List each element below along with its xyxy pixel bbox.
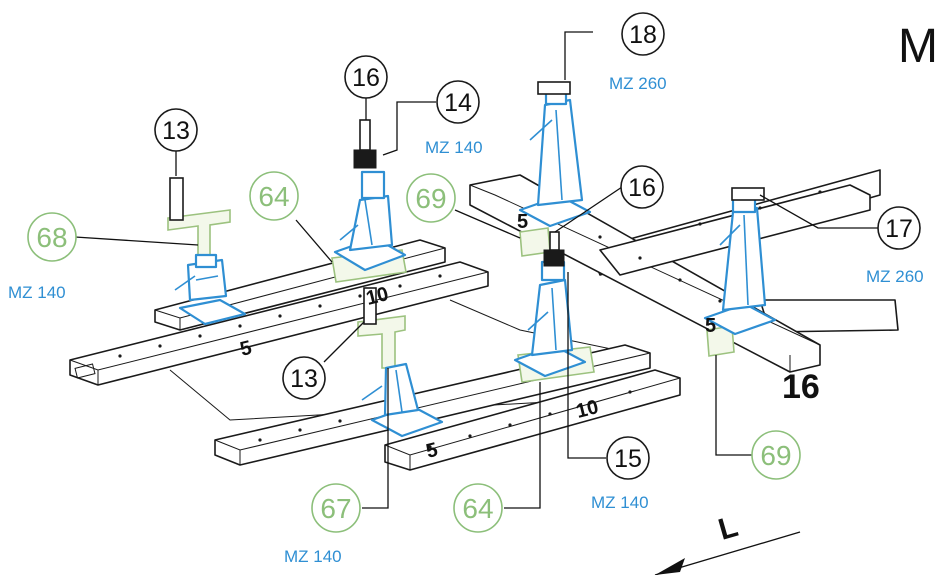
model-label: MZ 260	[609, 74, 667, 93]
model-label: MZ 140	[284, 547, 342, 566]
svg-text:67: 67	[320, 493, 351, 524]
beam-label: 10	[364, 283, 391, 310]
cap-17	[731, 187, 765, 201]
svg-text:15: 15	[614, 445, 642, 473]
callout-16-upper: 16	[344, 55, 388, 99]
beam-label: 5	[424, 439, 440, 463]
stand-middle	[513, 260, 587, 378]
model-label: MZ 140	[8, 283, 66, 302]
stand-center-right	[518, 90, 592, 228]
stand-right	[703, 196, 777, 336]
callout-67: 67	[311, 483, 361, 533]
beam-label: 5	[238, 337, 254, 361]
frame-label: 16	[782, 368, 820, 406]
model-label: MZ 260	[866, 267, 924, 286]
pin-16-middle	[543, 249, 565, 267]
model-label: MZ 140	[425, 138, 483, 157]
beam-label: 5	[705, 315, 716, 337]
stand-front	[361, 362, 444, 438]
svg-text:17: 17	[885, 215, 913, 243]
svg-text:69: 69	[415, 183, 446, 214]
direction-indicator: L	[654, 510, 801, 575]
beam-label: 10	[574, 396, 601, 423]
svg-text:16: 16	[628, 174, 656, 202]
svg-text:16: 16	[352, 64, 380, 92]
svg-text:69: 69	[760, 440, 791, 471]
svg-text:68: 68	[36, 222, 67, 253]
pin-13-center	[363, 287, 377, 325]
svg-text:13: 13	[162, 117, 190, 145]
callout-18: 18	[621, 12, 665, 56]
direction-arrow-icon	[655, 558, 685, 575]
leader-lines	[74, 31, 878, 509]
pin-13-left	[169, 177, 184, 221]
callout-68: 68	[27, 212, 77, 262]
svg-text:13: 13	[290, 365, 318, 393]
corner-letter: M	[898, 20, 938, 73]
svg-text:64: 64	[258, 181, 289, 212]
model-labels: MZ 140 MZ 140 MZ 260 MZ 260 MZ 140 MZ 14…	[8, 74, 924, 566]
callout-13-left: 13	[154, 108, 198, 152]
svg-text:18: 18	[629, 21, 657, 49]
callout-69-lower: 69	[751, 430, 801, 480]
callout-15: 15	[606, 436, 650, 480]
cap-18	[537, 81, 571, 95]
callout-17: 17	[877, 206, 921, 250]
model-label: MZ 140	[591, 493, 649, 512]
pins	[169, 81, 765, 325]
callout-64-lower: 64	[453, 483, 503, 533]
beam-label: 5	[517, 211, 528, 233]
callout-16-middle: 16	[620, 165, 664, 209]
beam-labels: 5 10 5 10 5 5 16	[238, 211, 820, 463]
callouts: 13 13 14 16 16 18 17 15	[154, 12, 921, 480]
stand-left	[174, 253, 247, 326]
callout-13-center: 13	[282, 356, 326, 400]
adapter-callouts: 68 64 69 67 64 69	[27, 171, 801, 533]
callout-69-upper: 69	[406, 173, 456, 223]
svg-text:64: 64	[462, 493, 493, 524]
stand-center-left	[333, 170, 407, 272]
callout-14: 14	[436, 80, 480, 124]
pin-16-upper	[353, 149, 377, 169]
direction-label: L	[715, 510, 742, 547]
svg-text:14: 14	[444, 89, 472, 117]
callout-64-upper: 64	[249, 171, 299, 221]
